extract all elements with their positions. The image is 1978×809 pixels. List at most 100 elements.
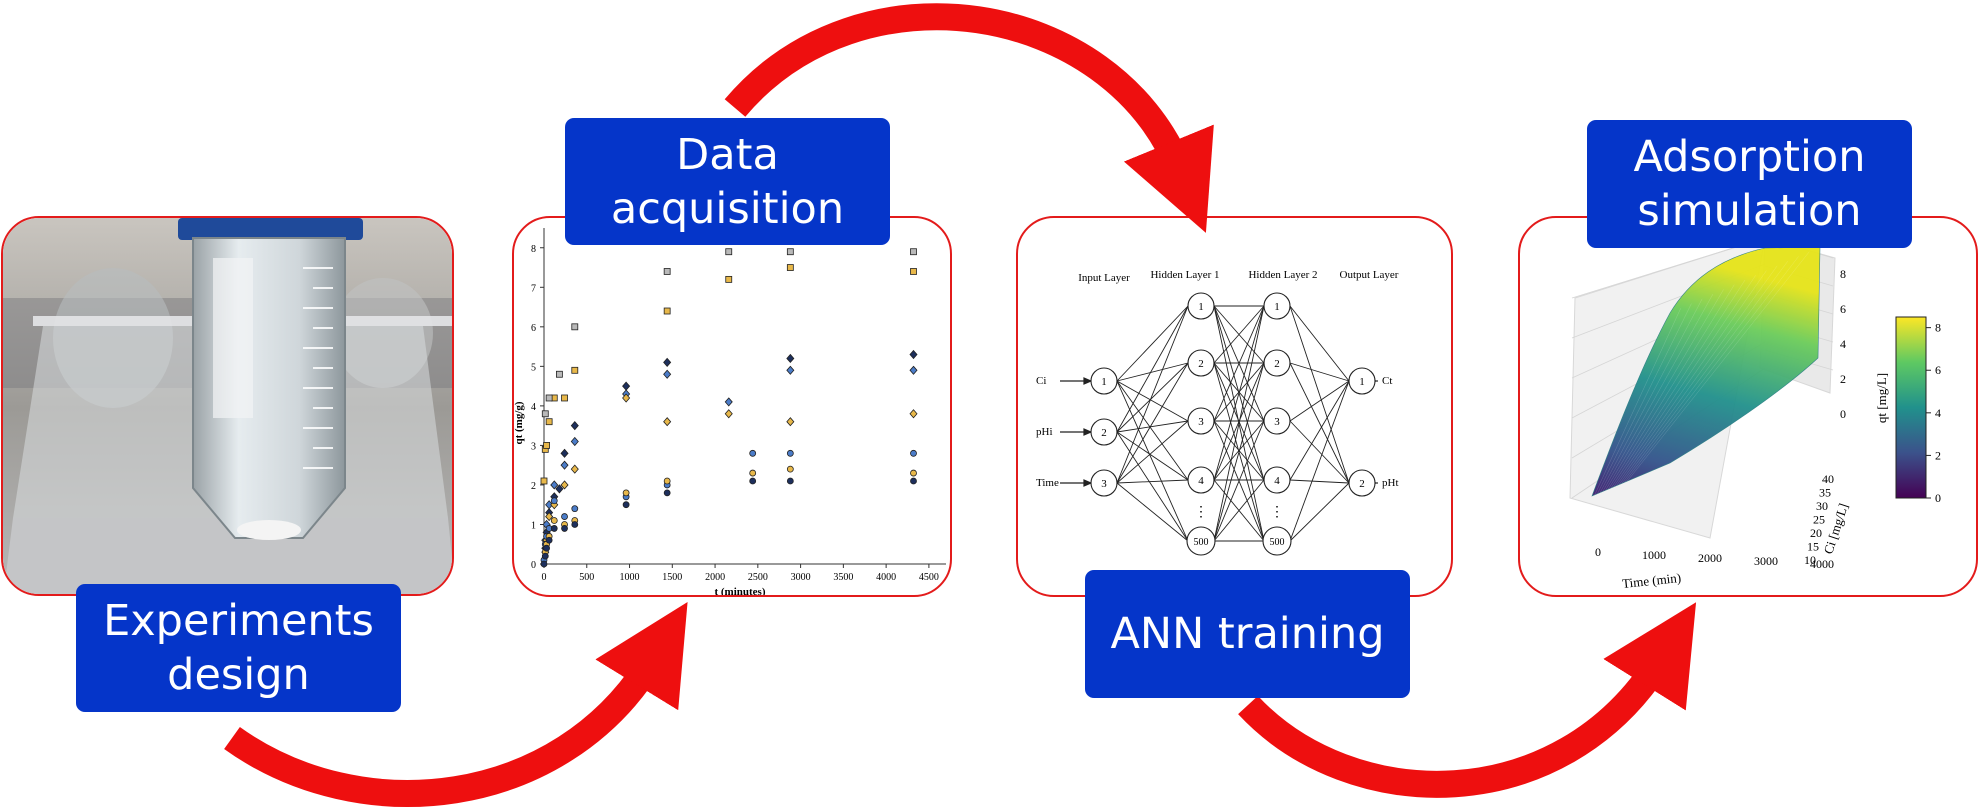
surface-mesh-line <box>1597 303 1692 494</box>
surface-ytick-label: 25 <box>1813 513 1825 527</box>
ann-connection <box>1116 380 1189 422</box>
scatter-xtick-label: 4000 <box>876 572 896 583</box>
svg-text:1: 1 <box>1198 301 1204 313</box>
hidden1-node-500: 500 <box>1186 526 1216 556</box>
surface-mesh-line <box>1619 265 1778 485</box>
colorbar-tick-label: 6 <box>1935 363 1941 377</box>
surface-mesh-line <box>1602 294 1713 492</box>
surface-xtick-label: 1000 <box>1642 548 1666 562</box>
scatter-point <box>561 525 568 532</box>
scatter-xtick-label: 3500 <box>833 572 853 583</box>
layer-title-input: Input Layer <box>1078 272 1130 284</box>
ann-connection <box>1116 431 1189 481</box>
scatter-point <box>561 513 568 520</box>
ann-connection <box>1289 380 1350 481</box>
scatter-point <box>724 409 733 419</box>
scatter-point <box>622 501 630 509</box>
ann-connection <box>1116 431 1189 542</box>
svg-text:3: 3 <box>1101 478 1107 490</box>
ann-connection <box>1213 305 1265 364</box>
surface-mesh-line <box>1621 261 1788 484</box>
hidden2-node-500: 500 <box>1262 526 1292 556</box>
input-arrowhead <box>1083 428 1093 436</box>
surface-ztick-label: 8 <box>1840 267 1846 281</box>
scatter-point <box>910 248 917 256</box>
scatter-point <box>541 410 549 418</box>
scatter-xtick-label: 2500 <box>748 572 768 583</box>
scatter-ytick-label: 0 <box>531 560 536 571</box>
ann-architecture-diagram: Input Layer Hidden Layer 1 Hidden Layer … <box>1036 269 1399 556</box>
ann-connection <box>1289 305 1350 382</box>
scatter-ytick-label: 4 <box>531 402 536 413</box>
svg-text:3: 3 <box>1198 416 1204 428</box>
input-node-3: 3 <box>1090 469 1118 497</box>
scatter-point <box>570 421 579 431</box>
scatter-point <box>786 417 795 427</box>
experiment-photo-panel <box>1 216 454 596</box>
scatter-point <box>909 365 918 375</box>
scatter-ytick-label: 7 <box>531 283 536 294</box>
svg-text:2: 2 <box>1274 358 1280 370</box>
scatter-point <box>555 484 564 494</box>
surface-xtick-label: 3000 <box>1754 554 1778 568</box>
scatter-point <box>550 525 558 532</box>
scatter-point <box>622 489 630 497</box>
scatter-xtick-label: 500 <box>579 572 594 583</box>
input-arrowhead <box>1083 479 1093 487</box>
scatter-ytick-label: 5 <box>531 362 536 373</box>
scatter-point <box>786 449 794 457</box>
scatter-point <box>571 505 579 513</box>
scatter-point <box>570 436 579 447</box>
input-node-2: 2 <box>1090 418 1118 446</box>
scatter-point <box>543 544 550 552</box>
scatter-point <box>786 264 794 271</box>
ann-connection <box>1213 305 1265 542</box>
scatter-ylabel: qt (mg/g) <box>514 401 525 444</box>
ann-connection <box>1116 362 1189 484</box>
scatter-xtick-label: 1000 <box>620 572 640 583</box>
surface-ytick-label: 15 <box>1807 540 1819 554</box>
scatter-point <box>560 480 569 490</box>
scatter-point <box>550 497 558 505</box>
scatter-ytick-label: 2 <box>531 481 536 492</box>
output-node-2: 2 <box>1348 469 1376 497</box>
scatter-point <box>550 517 558 524</box>
scatter-point <box>725 248 733 256</box>
svg-text:2: 2 <box>1359 478 1365 490</box>
ann-connection <box>1289 380 1350 542</box>
hidden1-node-3: 3 <box>1187 407 1215 435</box>
input-node-1: 1 <box>1090 367 1118 395</box>
output-node-1: 1 <box>1348 367 1376 395</box>
surface-ztick-label: 6 <box>1840 302 1846 316</box>
scatter-point <box>545 394 553 402</box>
hidden1-node-1: 1 <box>1187 292 1215 320</box>
scatter-point <box>663 357 672 368</box>
scatter-point <box>571 323 579 331</box>
layer-title-hidden-1: Hidden Layer 1 <box>1150 269 1219 281</box>
input-label-phi: pHi <box>1036 426 1053 438</box>
surface-xtick-label: 2000 <box>1698 551 1722 565</box>
scatter-point <box>910 268 917 275</box>
scatter-point <box>786 365 795 375</box>
svg-text:1: 1 <box>1101 376 1107 388</box>
ann-connection <box>1116 362 1189 433</box>
label-experiments-design: Experiments design <box>76 584 401 712</box>
scatter-point <box>909 349 918 360</box>
surface-mesh-line <box>1613 275 1756 487</box>
surface-xtick-label: 0 <box>1595 545 1601 559</box>
adsorbent-sediment <box>237 520 301 540</box>
ann-connection <box>1289 362 1350 382</box>
surface-ztick-label: 0 <box>1840 407 1846 421</box>
arrow-training-to-simulation <box>1238 602 1697 798</box>
ann-connection <box>1116 305 1189 433</box>
scatter-point <box>571 521 579 528</box>
scatter-point <box>910 449 917 457</box>
ann-connection <box>1116 380 1189 481</box>
scatter-point <box>555 370 563 378</box>
scatter-point <box>663 369 672 379</box>
hidden2-node-1: 1 <box>1263 292 1291 320</box>
surface-mesh-line <box>1616 270 1767 486</box>
scatter-point <box>570 464 579 474</box>
